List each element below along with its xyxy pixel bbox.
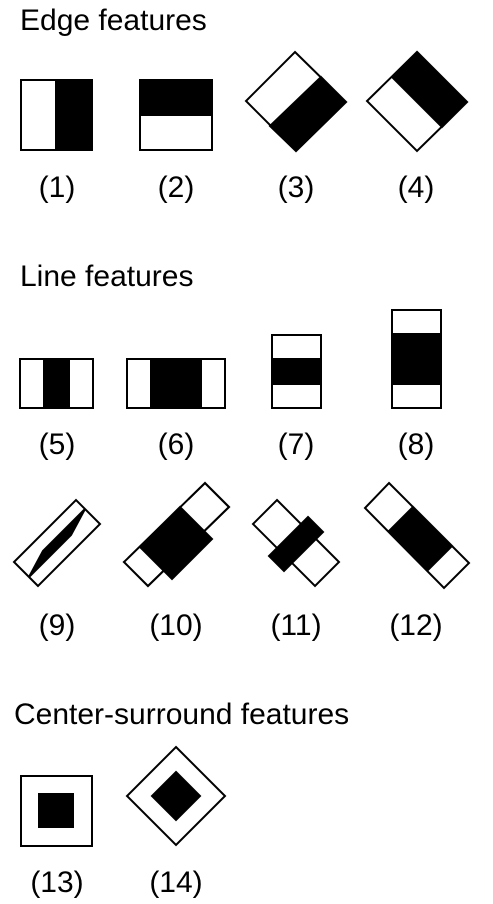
section-title-center-surround-features: Center-surround features — [14, 698, 350, 731]
feature-7-horizontal-line-narrow-shape — [271, 334, 322, 409]
feature-12-label: (12) — [389, 609, 443, 642]
feature-10-label: (10) — [149, 609, 203, 642]
feature-5-label: (5) — [38, 428, 76, 461]
feature-11-anti-diagonal-line-narrow-shape — [251, 498, 341, 588]
feature-12-anti-diagonal-line-wide-shape — [363, 481, 471, 590]
feature-13-center-surround-square-shape — [20, 775, 93, 847]
feature-2-label: (2) — [157, 171, 195, 204]
feature-3-diagonal-edge-shape — [244, 50, 348, 153]
feature-4-label: (4) — [397, 171, 435, 204]
feature-9-diagonal-line-narrow-shape — [12, 498, 102, 588]
feature-4-diagonal-edge-inverted-shape — [365, 50, 469, 153]
feature-7-label: (7) — [277, 428, 315, 461]
feature-11-label: (11) — [270, 609, 322, 642]
feature-3-label: (3) — [277, 171, 315, 204]
feature-14-label: (14) — [149, 866, 203, 899]
section-title-line-features: Line features — [20, 260, 194, 293]
feature-14-center-surround-diamond-shape — [125, 745, 227, 847]
feature-13-label: (13) — [30, 866, 84, 899]
feature-8-label: (8) — [397, 428, 435, 461]
feature-1-label: (1) — [38, 171, 76, 204]
feature-2-horizontal-edge-shape — [139, 79, 213, 151]
section-title-edge-features: Edge features — [20, 4, 207, 37]
feature-5-vertical-line-narrow-shape — [19, 358, 94, 409]
feature-9-label: (9) — [38, 609, 76, 642]
feature-10-diagonal-line-wide-shape — [122, 481, 231, 588]
feature-6-vertical-line-wide-shape — [126, 358, 226, 409]
feature-6-label: (6) — [157, 428, 195, 461]
feature-8-horizontal-line-wide-shape — [391, 309, 442, 409]
feature-1-vertical-edge-shape — [20, 79, 93, 151]
